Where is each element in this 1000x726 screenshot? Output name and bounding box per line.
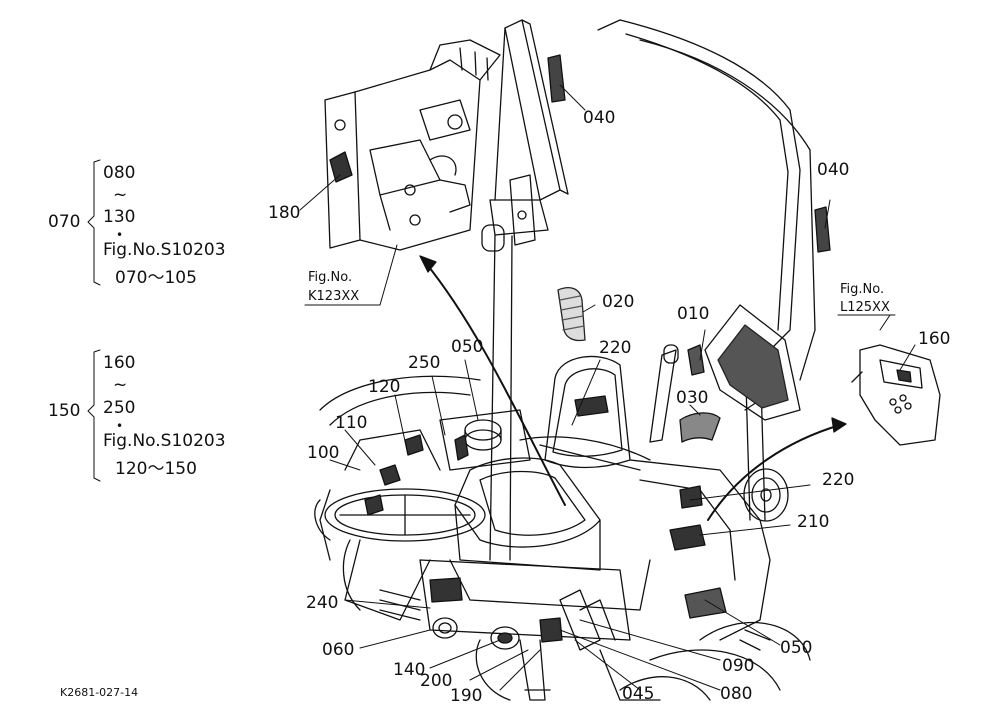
group-070-dot: •: [116, 228, 124, 242]
callout-050-lower: 050: [780, 638, 813, 658]
fig-ref-l125-line1: Fig.No.: [840, 282, 885, 297]
callout-030: 030: [676, 388, 709, 408]
right-body: [619, 459, 811, 701]
callout-110: 110: [335, 413, 368, 433]
hydraulic-cylinder: [649, 344, 679, 443]
callout-040-right: 040: [817, 160, 850, 180]
decal-040-upper: [547, 54, 566, 103]
lower-frame: [342, 539, 661, 701]
group-150-to: 250: [103, 398, 136, 418]
callout-090: 090: [722, 656, 755, 676]
steering-wheel: [324, 488, 486, 621]
group-070-from: 080: [103, 163, 136, 183]
callout-100: 100: [307, 443, 340, 463]
group-150-range: 120～150: [115, 459, 197, 479]
hitch-assembly: [324, 39, 501, 251]
arrow-to-hitch: [419, 255, 566, 506]
rops-frame: [481, 19, 816, 561]
group-070-range: 070～105: [115, 268, 197, 288]
fig-ref-k123-line2: K123XX: [308, 289, 360, 304]
fuel-filler: [439, 409, 531, 471]
callout-060: 060: [322, 640, 355, 660]
callout-190: 190: [450, 686, 483, 706]
group-070-fig: Fig.No.S10203: [103, 240, 226, 260]
callout-140: 140: [393, 660, 426, 680]
group-150-from: 160: [103, 353, 136, 373]
leader-lines: [299, 84, 916, 691]
callout-020: 020: [602, 292, 635, 312]
callout-045: 045: [622, 684, 655, 704]
decal-030: [679, 412, 721, 443]
group-150-fig: Fig.No.S10203: [103, 431, 226, 451]
callout-160: 160: [918, 329, 951, 349]
decal-010: [687, 344, 705, 376]
group-070-to: 130: [103, 207, 136, 227]
callout-250: 250: [408, 353, 441, 373]
fender-part: [851, 344, 941, 446]
brace-070: [87, 159, 101, 286]
arrow-to-fender: [707, 417, 847, 521]
group-070-tilde: ~: [113, 185, 128, 205]
callout-040-upper: 040: [583, 108, 616, 128]
callout-200: 200: [420, 671, 453, 691]
operator-seat: [449, 355, 651, 611]
callout-220-right: 220: [822, 470, 855, 490]
brace-150: [87, 349, 101, 482]
callout-240: 240: [306, 593, 339, 613]
group-150-id: 150: [48, 401, 81, 421]
decal-020: [557, 287, 586, 342]
callout-010: 010: [677, 304, 710, 324]
group-070-id: 070: [48, 212, 81, 232]
figure-code: K2681-027-14: [60, 686, 139, 699]
group-150-dot: •: [116, 419, 124, 433]
callout-180: 180: [268, 203, 301, 223]
callout-210: 210: [797, 512, 830, 532]
fig-ref-l125-line2: L125XX: [840, 300, 890, 315]
fig-ref-k123-line1: Fig.No.: [308, 270, 353, 285]
callout-120: 120: [368, 377, 401, 397]
callout-080: 080: [720, 684, 753, 704]
callout-050-upper: 050: [451, 337, 484, 357]
callout-220-upper: 220: [599, 338, 632, 358]
panel-plate: [704, 304, 801, 421]
group-150-tilde: ~: [113, 375, 128, 395]
